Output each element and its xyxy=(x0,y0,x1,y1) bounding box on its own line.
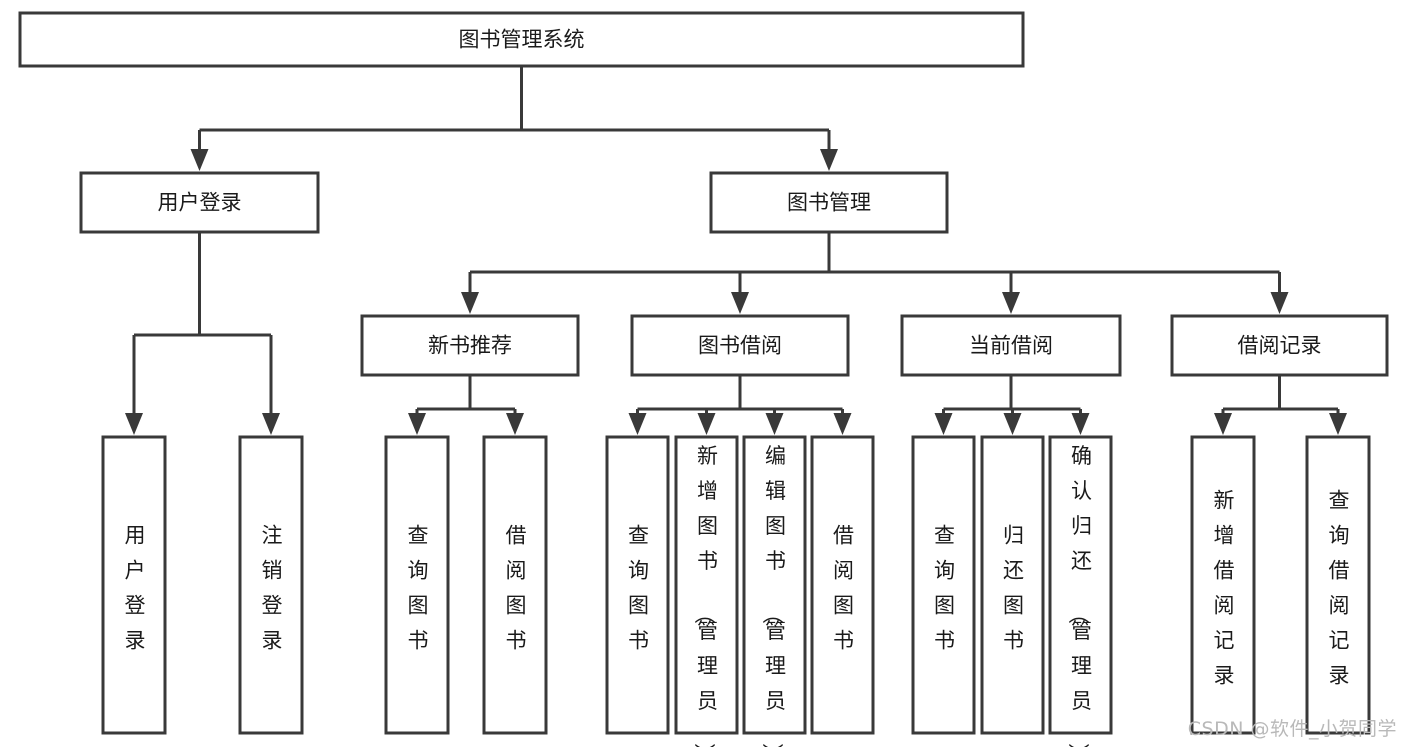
arrow-head-icon xyxy=(1071,413,1090,435)
node-leaf-edit-book-admin[interactable]: 编辑图书（管理员） xyxy=(742,435,807,747)
node-label-book-borrow: 图书借阅 xyxy=(698,334,782,358)
arrow-head-icon xyxy=(1329,413,1347,435)
arrow-head-icon xyxy=(820,149,838,171)
node-box-root xyxy=(18,11,1025,68)
node-label-leaf-query-book-2: 查询图书 xyxy=(628,523,649,652)
watermark-text: CSDN @软件_小贺同学 xyxy=(1187,718,1397,740)
node-box-leaf-confirm-return-admin xyxy=(1048,435,1113,735)
node-box-borrow-record xyxy=(1170,314,1389,377)
node-label-leaf-query-borrow-record: 查询借阅记录 xyxy=(1329,488,1350,687)
arrow-head-icon xyxy=(1214,413,1232,435)
node-label-leaf-add-borrow-record: 新增借阅记录 xyxy=(1214,488,1235,687)
arrow-head-icon xyxy=(833,413,852,435)
node-label-leaf-borrow-book-2: 借阅图书 xyxy=(833,523,854,652)
node-leaf-borrow-book-2[interactable]: 借阅图书 xyxy=(810,435,875,735)
node-leaf-query-book-3[interactable]: 查询图书 xyxy=(911,435,976,735)
node-box-leaf-query-book-3 xyxy=(911,435,976,735)
node-leaf-query-borrow-record[interactable]: 查询借阅记录 xyxy=(1305,435,1371,735)
node-label-leaf-confirm-return-admin: 确认归还（管理员） xyxy=(1066,444,1092,747)
node-box-current-borrow xyxy=(900,314,1122,377)
node-new-book-recommend[interactable]: 新书推荐 xyxy=(360,314,580,377)
arrow-head-icon xyxy=(1003,413,1022,435)
node-leaf-user-logout[interactable]: 注销登录 xyxy=(238,435,304,735)
arrow-head-icon xyxy=(125,413,143,435)
connectors-layer xyxy=(125,66,1347,435)
node-box-leaf-query-book-1 xyxy=(384,435,450,735)
node-leaf-confirm-return-admin[interactable]: 确认归还（管理员） xyxy=(1048,435,1113,747)
node-label-root: 图书管理系统 xyxy=(459,28,585,52)
node-current-borrow[interactable]: 当前借阅 xyxy=(900,314,1122,377)
node-box-leaf-add-borrow-record xyxy=(1190,435,1256,735)
node-label-leaf-query-book-1: 查询图书 xyxy=(408,523,429,652)
node-root[interactable]: 图书管理系统 xyxy=(18,11,1025,68)
node-label-leaf-user-login: 用户登录 xyxy=(125,523,146,652)
node-box-leaf-return-book xyxy=(980,435,1045,735)
node-box-new-book-recommend xyxy=(360,314,580,377)
arrow-head-icon xyxy=(461,292,479,314)
arrow-head-icon xyxy=(731,292,749,314)
arrow-head-icon xyxy=(934,413,953,435)
node-box-leaf-borrow-book-2 xyxy=(810,435,875,735)
node-book-management[interactable]: 图书管理 xyxy=(709,171,949,234)
node-label-leaf-return-book: 归还图书 xyxy=(1003,523,1024,652)
arrow-head-icon xyxy=(190,149,209,171)
node-box-leaf-query-borrow-record xyxy=(1305,435,1371,735)
arrow-head-icon xyxy=(1270,292,1289,314)
node-leaf-query-book-2[interactable]: 查询图书 xyxy=(605,435,670,735)
node-label-new-book-recommend: 新书推荐 xyxy=(428,334,512,358)
node-box-leaf-query-book-2 xyxy=(605,435,670,735)
node-leaf-borrow-book-1[interactable]: 借阅图书 xyxy=(482,435,548,735)
node-borrow-record[interactable]: 借阅记录 xyxy=(1170,314,1389,377)
node-book-borrow[interactable]: 图书借阅 xyxy=(630,314,850,377)
node-label-user-login: 用户登录 xyxy=(158,191,242,215)
node-label-current-borrow: 当前借阅 xyxy=(969,334,1053,358)
nodes-layer: 图书管理系统用户登录图书管理新书推荐图书借阅当前借阅借阅记录用户登录注销登录查询… xyxy=(18,11,1389,747)
node-leaf-return-book[interactable]: 归还图书 xyxy=(980,435,1045,735)
arrow-head-icon xyxy=(765,413,784,435)
node-label-borrow-record: 借阅记录 xyxy=(1238,334,1322,358)
node-label-leaf-query-book-3: 查询图书 xyxy=(934,523,955,652)
node-box-leaf-user-login xyxy=(101,435,167,735)
node-leaf-add-book-admin[interactable]: 新增图书（管理员） xyxy=(674,435,739,747)
arrow-head-icon xyxy=(506,413,524,435)
node-box-book-borrow xyxy=(630,314,850,377)
node-user-login[interactable]: 用户登录 xyxy=(79,171,320,234)
node-box-leaf-user-logout xyxy=(238,435,304,735)
node-label-leaf-borrow-book-1: 借阅图书 xyxy=(506,523,527,652)
node-leaf-add-borrow-record[interactable]: 新增借阅记录 xyxy=(1190,435,1256,735)
node-box-user-login xyxy=(79,171,320,234)
arrow-head-icon xyxy=(408,413,426,435)
arrow-head-icon xyxy=(1002,292,1020,314)
node-leaf-user-login[interactable]: 用户登录 xyxy=(101,435,167,735)
node-label-leaf-edit-book-admin: 编辑图书（管理员） xyxy=(760,444,786,747)
node-label-leaf-user-logout: 注销登录 xyxy=(262,523,283,652)
arrow-head-icon xyxy=(697,413,716,435)
node-box-leaf-borrow-book-1 xyxy=(482,435,548,735)
node-label-book-management: 图书管理 xyxy=(787,191,871,215)
node-label-leaf-add-book-admin: 新增图书（管理员） xyxy=(692,444,718,747)
node-box-leaf-edit-book-admin xyxy=(742,435,807,735)
arrow-head-icon xyxy=(628,413,647,435)
node-leaf-query-book-1[interactable]: 查询图书 xyxy=(384,435,450,735)
arrow-head-icon xyxy=(262,413,280,435)
node-box-leaf-add-book-admin xyxy=(674,435,739,735)
node-box-book-management xyxy=(709,171,949,234)
